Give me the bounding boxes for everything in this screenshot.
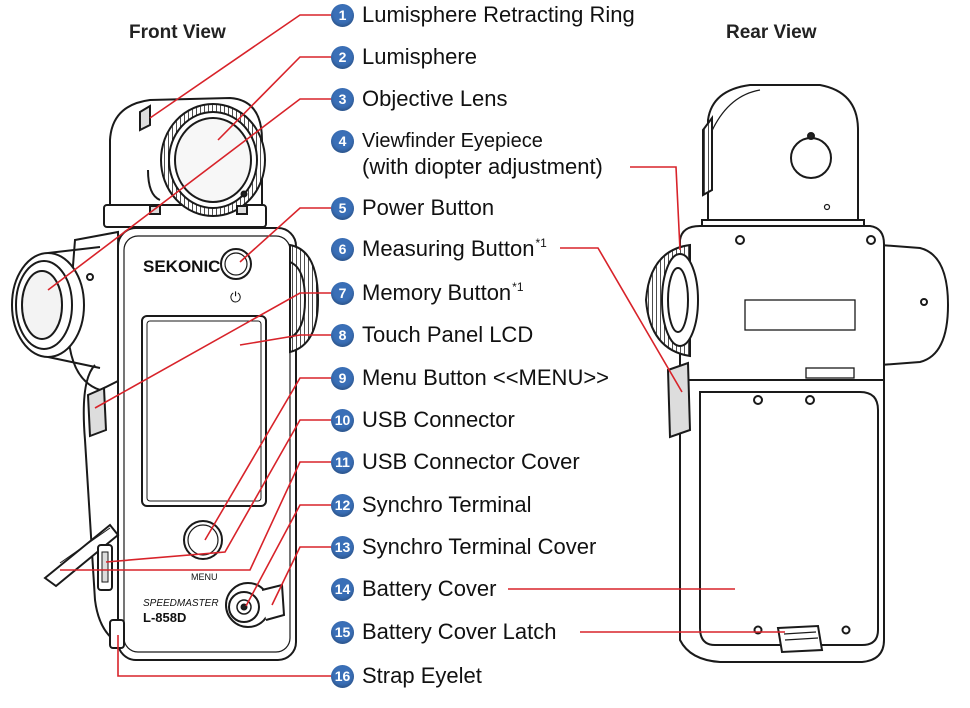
callout-number: 1 <box>331 3 354 27</box>
callout-number: 14 <box>331 577 354 601</box>
callout-7: 7 Memory Button *1 <box>331 280 524 305</box>
callout-label: Menu Button <<MENU>> <box>362 365 610 390</box>
callout-number: 7 <box>331 281 354 305</box>
leader-12 <box>245 504 331 607</box>
front-lumisphere <box>174 117 252 203</box>
callout-6: 6 Measuring Button *1 <box>331 236 547 261</box>
callout-16: 16 Strap Eyelet <box>331 663 482 688</box>
leader-9 <box>204 377 331 541</box>
callout-label: Memory Button <box>362 280 512 305</box>
leader-7 <box>94 292 331 409</box>
front-menu-button <box>183 520 223 560</box>
front-menu-label: MENU <box>191 572 218 582</box>
front-model-line2: L-858D <box>143 610 186 625</box>
callout-footnote: *1 <box>535 236 547 250</box>
callout-label: Lumisphere Retracting Ring <box>362 2 635 27</box>
callout-number: 3 <box>331 87 354 111</box>
callout-number: 6 <box>331 237 354 261</box>
front-brand-text: SEKONIC <box>143 257 220 276</box>
leader-16 <box>117 635 331 677</box>
leader-8 <box>239 334 331 346</box>
leader-lines <box>47 14 785 677</box>
callout-12: 12 Synchro Terminal <box>331 492 532 517</box>
callout-10: 10 USB Connector <box>331 407 515 432</box>
callout-number: 11 <box>331 450 354 474</box>
callout-4: 4 Viewfinder Eyepiece <box>331 129 543 153</box>
callout-number: 15 <box>331 620 354 644</box>
callout-label: Synchro Terminal <box>362 492 532 517</box>
leader-10 <box>105 419 331 563</box>
leader-11 <box>60 461 331 571</box>
callout-label: USB Connector Cover <box>362 449 580 474</box>
leader-1 <box>149 14 331 119</box>
leader-2 <box>217 56 331 141</box>
callout-label: Viewfinder Eyepiece <box>362 129 543 152</box>
callout-14: 14 Battery Cover <box>331 576 497 601</box>
callout-number: 8 <box>331 323 354 347</box>
front-model-line1: SPEEDMASTER <box>143 598 219 609</box>
callout-label: Measuring Button <box>362 236 535 261</box>
callout-15: 15 Battery Cover Latch <box>331 619 557 644</box>
front-device <box>11 96 320 661</box>
callout-number: 4 <box>331 129 354 153</box>
callout-label: Lumisphere <box>362 44 477 69</box>
leader-4 <box>630 166 681 251</box>
leader-3 <box>47 98 331 291</box>
callout-label: Battery Cover <box>362 576 497 601</box>
callout-3: 3 Objective Lens <box>331 86 508 111</box>
callout-label: Objective Lens <box>362 86 508 111</box>
callout-2: 2 Lumisphere <box>331 44 477 69</box>
callout-label: Power Button <box>362 195 495 220</box>
front-power-symbol: ⏻ <box>230 290 241 306</box>
callout-13: 13 Synchro Terminal Cover <box>331 534 597 559</box>
front-memory-side-button <box>86 386 108 438</box>
callout-label: Synchro Terminal Cover <box>362 534 597 559</box>
callout-5: 5 Power Button <box>331 195 495 220</box>
callout-number: 5 <box>331 196 354 220</box>
callout-9: 9 Menu Button <<MENU>> <box>331 365 610 390</box>
callout-1: 1 Lumisphere Retracting Ring <box>331 2 635 27</box>
front-view-title: Front View <box>129 22 226 43</box>
callout-number: 16 <box>331 664 354 688</box>
rear-top-housing <box>707 84 859 223</box>
callout-number: 2 <box>331 45 354 69</box>
callout-number: 13 <box>331 535 354 559</box>
callout-label: USB Connector <box>362 407 515 432</box>
callout-8: 8 Touch Panel LCD <box>331 322 534 347</box>
front-strap-eyelet <box>109 619 125 649</box>
callout-label: Touch Panel LCD <box>362 322 534 347</box>
callout-number: 10 <box>331 408 354 432</box>
leader-5 <box>239 207 331 263</box>
rear-battery-cover <box>699 391 879 646</box>
rear-view-title: Rear View <box>726 22 817 43</box>
callout-footnote: *1 <box>512 280 524 294</box>
front-objective-lens <box>21 270 63 340</box>
callout-number: 12 <box>331 493 354 517</box>
callout-label: Battery Cover Latch <box>362 619 557 644</box>
callout-number: 9 <box>331 366 354 390</box>
callout-11: 11 USB Connector Cover <box>331 449 580 474</box>
leader-6 <box>560 247 683 393</box>
callout-label: Strap Eyelet <box>362 663 482 688</box>
callout-4-line2: (with diopter adjustment) <box>362 154 603 179</box>
leader-13 <box>271 546 331 606</box>
rear-device <box>644 84 950 663</box>
